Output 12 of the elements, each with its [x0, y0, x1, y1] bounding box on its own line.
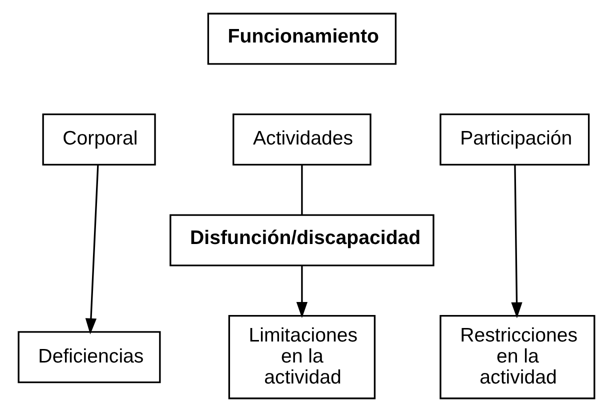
- node-box: Restricciones en la actividad: [440, 315, 596, 400]
- arrow: [296, 266, 308, 318]
- node-box: Participación: [440, 114, 590, 166]
- arrow: [511, 164, 522, 318]
- node-box: Actividades: [232, 114, 372, 166]
- node-box: Deficiencias: [18, 331, 161, 384]
- node-box: Limitaciones en la actividad: [228, 315, 376, 400]
- node-box: Corporal: [42, 114, 156, 166]
- node-box: Disfunción/discapacidad: [170, 214, 434, 266]
- arrow: [85, 164, 99, 334]
- node-box: Funcionamiento: [207, 12, 397, 65]
- connector: [301, 165, 303, 215]
